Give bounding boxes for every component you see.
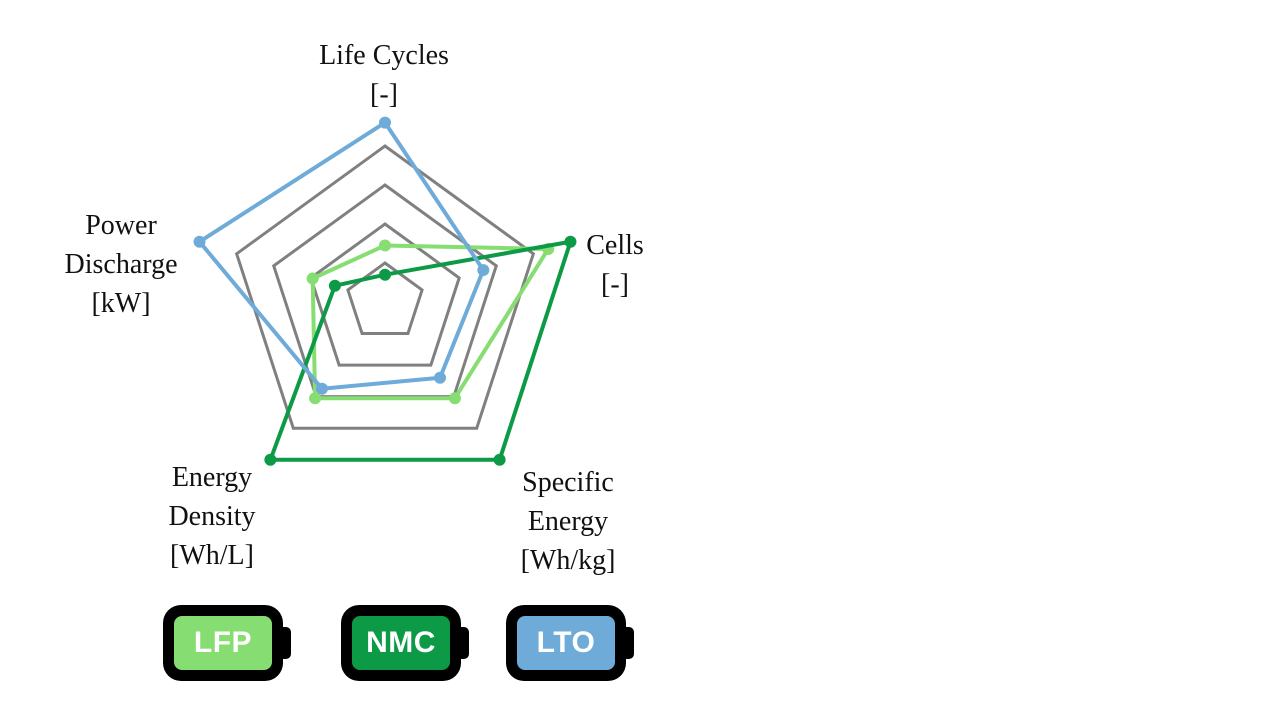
legend-battery-lfp: LFP [163, 605, 291, 681]
battery-terminal [622, 627, 634, 659]
data-point-lto-3 [315, 382, 328, 395]
data-point-lto-1 [477, 264, 490, 277]
grid-ring-1 [346, 261, 424, 336]
data-point-lto-2 [434, 371, 447, 384]
series-nmc [264, 235, 577, 466]
series-line-lto [197, 120, 486, 391]
axis-label-specific-energy: Specific Energy [Wh/kg] [520, 467, 616, 576]
grid-ring-2 [309, 222, 461, 367]
series-line-lfp [310, 243, 551, 401]
legend-battery-lto: LTO [506, 605, 634, 681]
data-point-lto-4 [193, 235, 206, 248]
radar-series-layer [193, 116, 577, 466]
battery-terminal [457, 627, 469, 659]
axis-label-energy-density: Energy Density [Wh/L] [168, 462, 256, 571]
legend-battery-nmc: NMC [341, 605, 469, 681]
data-point-nmc-4 [328, 279, 341, 292]
data-point-lfp-2 [448, 392, 461, 405]
axis-label-power-discharge: Power Discharge [kW] [64, 210, 178, 319]
legend-label-nmc: NMC [352, 616, 450, 670]
series-line-nmc [268, 239, 573, 462]
battery-terminal [279, 627, 291, 659]
axis-label-cells: Cells [-] [586, 230, 644, 300]
data-point-nmc-1 [564, 235, 577, 248]
data-point-lfp-3 [309, 392, 322, 405]
series-lto [193, 116, 490, 395]
axis-label-life-cycles: Life Cycles [-] [319, 40, 449, 110]
data-point-lfp-4 [306, 272, 319, 285]
grid-ring-4 [234, 144, 536, 430]
legend-label-lto: LTO [517, 616, 615, 670]
data-point-lto-0 [379, 116, 391, 129]
data-point-nmc-2 [493, 453, 506, 466]
data-point-nmc-0 [379, 268, 391, 281]
data-point-lfp-0 [379, 239, 391, 252]
series-lfp [306, 239, 555, 405]
legend-label-lfp: LFP [174, 616, 272, 670]
data-point-nmc-3 [264, 453, 277, 466]
